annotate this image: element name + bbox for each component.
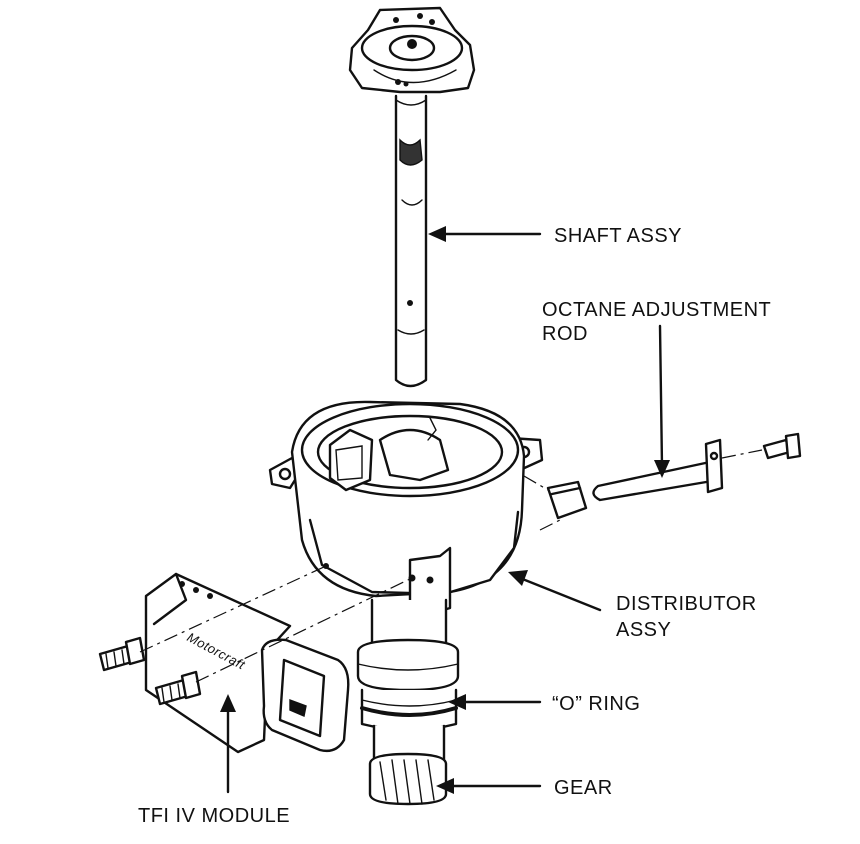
distributor-assy-label-line2: ASSY	[616, 619, 671, 641]
leader-lines	[220, 226, 670, 794]
tfi-module-label: TFI IV MODULE	[138, 805, 290, 827]
shaft-assembly	[348, 6, 476, 388]
octane-rod-label-line2: ROD	[542, 323, 588, 345]
tfi-module: Motorcraft	[98, 565, 413, 754]
gear-label: GEAR	[554, 777, 613, 799]
octane-rod-label-line1: OCTANE ADJUSTMENT	[542, 299, 771, 321]
o-ring-label: “O” RING	[552, 693, 640, 715]
shaft-assy-label: SHAFT ASSY	[554, 225, 682, 247]
octane-adjustment-rod	[523, 432, 802, 531]
distributor-assy-label-line1: DISTRIBUTOR	[616, 593, 757, 615]
distributor-housing	[268, 400, 544, 806]
